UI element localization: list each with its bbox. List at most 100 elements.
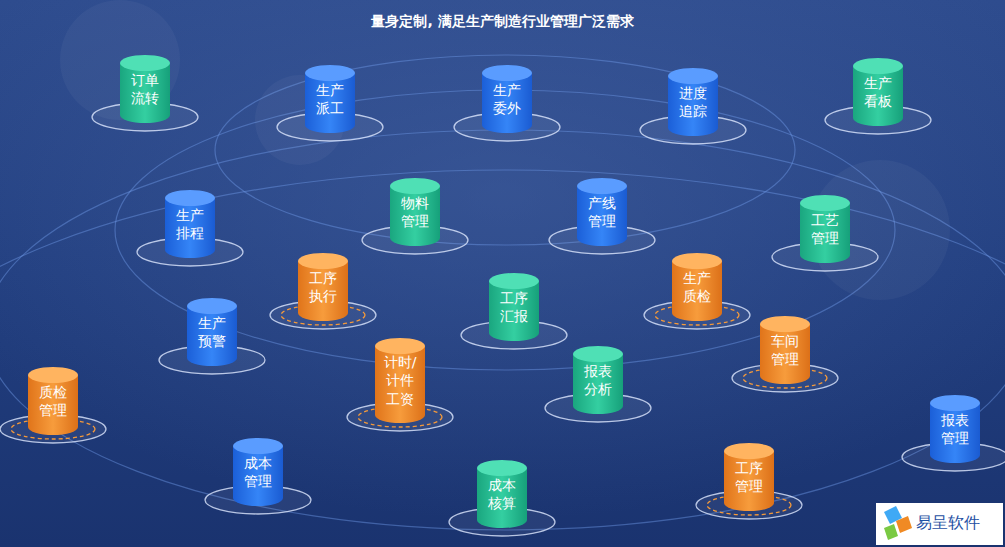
cylinder-shape (853, 58, 903, 126)
cylinder-shape (930, 395, 980, 463)
cylinder-body (390, 186, 440, 246)
cylinder-node: 工序 汇报 (489, 273, 539, 341)
node-text: 报表 管理 (941, 411, 969, 447)
cylinder-top (477, 460, 527, 476)
cylinder-shape (298, 253, 348, 321)
cylinder-body (120, 63, 170, 123)
cylinder-node: 计时/ 计件 工资 (375, 338, 425, 423)
node-text: 订单 流转 (131, 71, 159, 107)
cylinder-top (375, 338, 425, 354)
node-text: 物料 管理 (401, 194, 429, 230)
cylinder-node: 工序 管理 (724, 443, 774, 511)
cylinder-body (930, 403, 980, 463)
cylinder-node: 质检 管理 (28, 367, 78, 435)
cylinder-node: 车间 管理 (760, 316, 810, 384)
cylinder-node: 生产 看板 (853, 58, 903, 126)
cylinder-node: 物料 管理 (390, 178, 440, 246)
page-title: 量身定制, 满足生产制造行业管理广泛需求 (0, 13, 1005, 31)
cylinder-body (477, 468, 527, 528)
cylinder-top (187, 298, 237, 314)
cylinder-node: 生产 委外 (482, 65, 532, 133)
cylinder-top (489, 273, 539, 289)
cylinder-node: 成本 管理 (233, 438, 283, 506)
cylinder-shape (28, 367, 78, 435)
cylinder-body (305, 73, 355, 133)
cylinder-top (930, 395, 980, 411)
cylinder-body (165, 198, 215, 258)
cylinder-node: 工艺 管理 (800, 195, 850, 263)
node-text: 进度 追踪 (679, 84, 707, 120)
cylinder-shape (489, 273, 539, 341)
cylinder-shape (305, 65, 355, 133)
cylinder-shape (233, 438, 283, 506)
cylinder-top (668, 68, 718, 84)
cylinder-shape (668, 68, 718, 136)
cylinder-node: 产线 管理 (577, 178, 627, 246)
cylinder-node: 生产 预警 (187, 298, 237, 366)
cylinder-top (800, 195, 850, 211)
cylinder-body (187, 306, 237, 366)
cylinder-shape (477, 460, 527, 528)
cylinder-body (375, 346, 425, 423)
cylinder-top (233, 438, 283, 454)
cylinder-shape (724, 443, 774, 511)
cylinder-body (482, 73, 532, 133)
cylinder-node: 生产 质检 (672, 253, 722, 321)
node-text: 生产 委外 (493, 81, 521, 117)
node-text: 报表 分析 (584, 362, 612, 398)
cylinder-top (165, 190, 215, 206)
cylinder-body (668, 76, 718, 136)
node-text: 工序 汇报 (500, 289, 528, 325)
node-text: 工序 执行 (309, 269, 337, 305)
cylinder-shape (165, 190, 215, 258)
node-text: 生产 看板 (864, 74, 892, 110)
cylinder-body (573, 354, 623, 414)
cylinder-shape (672, 253, 722, 321)
cylinder-shape (577, 178, 627, 246)
cylinder-body (672, 261, 722, 321)
node-text: 成本 核算 (488, 476, 516, 512)
node-text: 工序 管理 (735, 459, 763, 495)
cylinder-body (489, 281, 539, 341)
cylinder-body (577, 186, 627, 246)
cylinder-top (390, 178, 440, 194)
node-text: 产线 管理 (588, 194, 616, 230)
cylinder-body (298, 261, 348, 321)
node-text: 生产 质检 (683, 269, 711, 305)
cylinder-node: 生产 排程 (165, 190, 215, 258)
cylinder-body (760, 324, 810, 384)
cylinder-node: 订单 流转 (120, 55, 170, 123)
cylinder-top (482, 65, 532, 81)
node-text: 生产 排程 (176, 206, 204, 242)
cylinder-shape (760, 316, 810, 384)
cylinder-top (853, 58, 903, 74)
cylinder-shape (120, 55, 170, 123)
cylinder-top (120, 55, 170, 71)
cylinder-shape (573, 346, 623, 414)
cylinder-body (233, 446, 283, 506)
cylinder-shape (390, 178, 440, 246)
cylinder-node: 生产 派工 (305, 65, 355, 133)
node-text: 质检 管理 (39, 383, 67, 419)
cylinder-node: 成本 核算 (477, 460, 527, 528)
node-text: 成本 管理 (244, 454, 272, 490)
node-text: 车间 管理 (771, 332, 799, 368)
cylinder-node: 进度 追踪 (668, 68, 718, 136)
node-text: 工艺 管理 (811, 211, 839, 247)
cylinder-body (724, 451, 774, 511)
cylinder-top (305, 65, 355, 81)
cylinder-body (28, 375, 78, 435)
cylinder-body (853, 66, 903, 126)
node-text: 计时/ 计件 工资 (384, 353, 417, 408)
cylinder-top (760, 316, 810, 332)
cylinder-top (577, 178, 627, 194)
cylinder-node: 报表 分析 (573, 346, 623, 414)
cylinder-shape (187, 298, 237, 366)
cylinder-shape (800, 195, 850, 263)
cylinder-node: 工序 执行 (298, 253, 348, 321)
cylinder-shape (482, 65, 532, 133)
cylinder-top (672, 253, 722, 269)
cylinder-top (298, 253, 348, 269)
cylinder-top (573, 346, 623, 362)
node-text: 生产 派工 (316, 81, 344, 117)
